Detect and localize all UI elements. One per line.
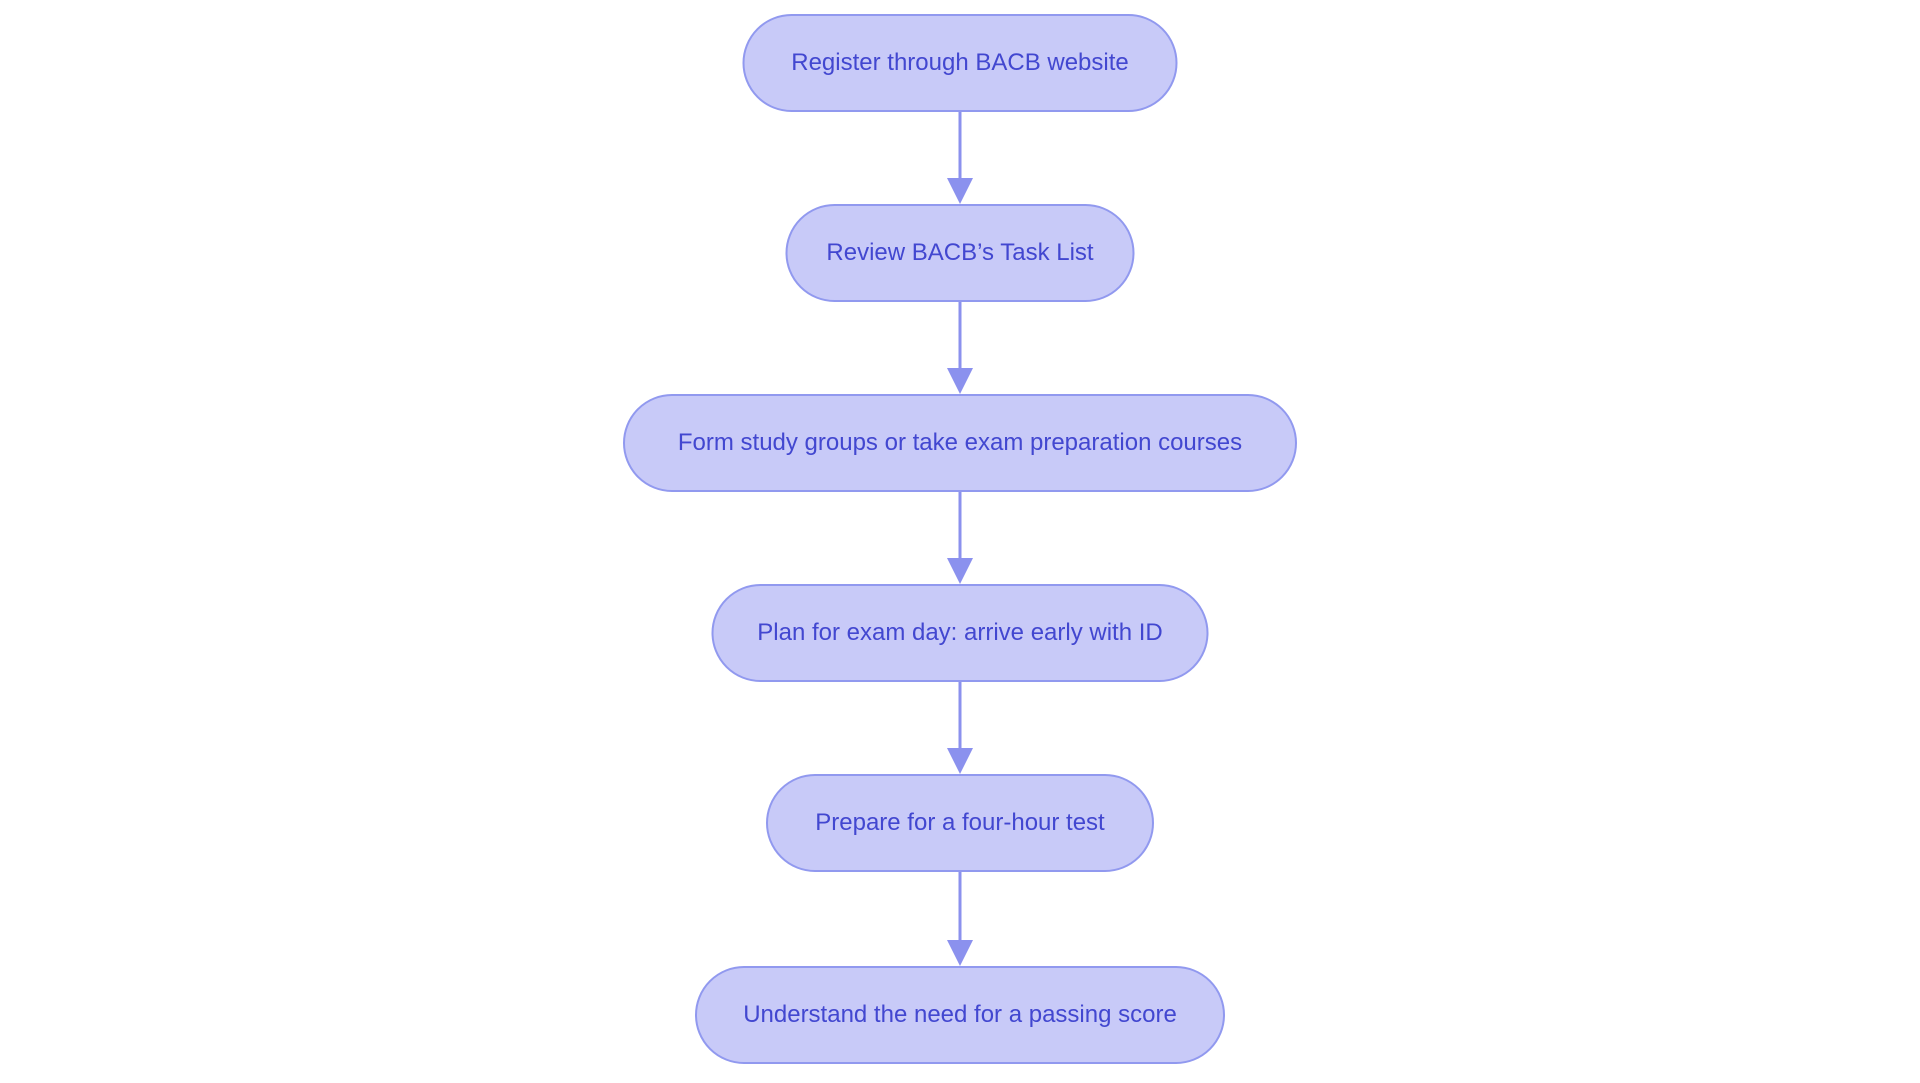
flow-node-label: Review BACB’s Task List <box>826 239 1094 266</box>
flow-arrow-5 <box>947 872 973 966</box>
flow-node-label: Plan for exam day: arrive early with ID <box>757 619 1163 646</box>
flow-node-review-task-list: Review BACB’s Task List <box>785 204 1135 302</box>
flow-node-label: Prepare for a four-hour test <box>815 809 1105 836</box>
arrow-line <box>958 492 962 564</box>
flow-node-register-bacb: Register through BACB website <box>742 14 1178 112</box>
arrow-head-icon <box>947 940 973 966</box>
arrow-head-icon <box>947 178 973 204</box>
flow-node-four-hour-test: Prepare for a four-hour test <box>766 774 1154 872</box>
arrow-head-icon <box>947 368 973 394</box>
arrow-head-icon <box>947 748 973 774</box>
flow-arrow-4 <box>947 682 973 774</box>
arrow-line <box>958 302 962 374</box>
arrow-line <box>958 682 962 754</box>
flow-node-label: Register through BACB website <box>791 49 1129 76</box>
arrow-line <box>958 872 962 946</box>
flow-arrow-2 <box>947 302 973 394</box>
flow-node-study-groups: Form study groups or take exam preparati… <box>623 394 1297 492</box>
flow-node-exam-day-plan: Plan for exam day: arrive early with ID <box>711 584 1209 682</box>
flow-node-label: Form study groups or take exam preparati… <box>677 429 1243 456</box>
arrow-line <box>958 112 962 184</box>
flow-node-passing-score: Understand the need for a passing score <box>695 966 1225 1064</box>
flow-arrow-3 <box>947 492 973 584</box>
flow-node-label: Understand the need for a passing score <box>743 1001 1177 1028</box>
arrow-head-icon <box>947 558 973 584</box>
flow-arrow-1 <box>947 112 973 204</box>
